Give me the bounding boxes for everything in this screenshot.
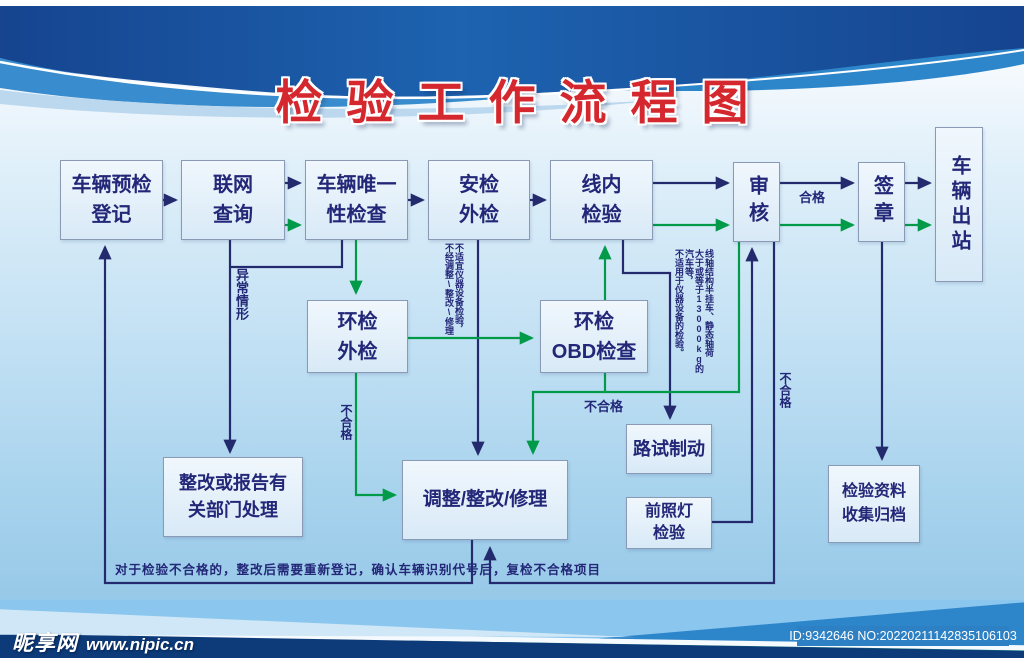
edge-inline-to-roadtest bbox=[621, 240, 677, 420]
page-title: 检验工作流程图 bbox=[275, 76, 773, 131]
edge-review-green-fail-to-adjust bbox=[526, 242, 741, 455]
bottom-note: 对于检验不合格的，整改后需要重新登记，确认车辆识别代号后，复检不合格项目 bbox=[115, 563, 602, 577]
annotation-axle: 线轴结构半挂车、静态轴荷 大于或等于13000kg的汽车等， 不适用于仪器设备的… bbox=[674, 249, 714, 379]
node-exit: 车辆出站 bbox=[935, 127, 983, 282]
node-rectify-report: 整改或报告有 关部门处理 bbox=[163, 457, 303, 537]
node-safety-ext-line2: 外检 bbox=[459, 204, 499, 226]
annotation-not-suitable: 不适宜仪器设备检验， 不经调整\整改\修理 bbox=[444, 243, 464, 338]
edge-review-fail-to-adjust bbox=[483, 242, 776, 585]
node-road-test: 路试制动 bbox=[626, 424, 712, 474]
node-headlamp: 前照灯 检验 bbox=[626, 497, 712, 549]
label-unqualified-envobd: 不合格 bbox=[584, 399, 624, 414]
node-env-obd-line1: 环检 bbox=[574, 310, 614, 333]
node-headlamp-line1: 前照灯 bbox=[644, 503, 693, 521]
node-rectify-report-line1: 整改或报告有 bbox=[179, 473, 287, 493]
label-abnormal: 异常情形 bbox=[234, 268, 249, 320]
node-review: 审核 bbox=[733, 162, 780, 242]
node-inline-test-line2: 检验 bbox=[581, 204, 622, 226]
node-env-obd-line2: OBD检查 bbox=[551, 340, 637, 363]
label-unqualified-envext: 不合格 bbox=[339, 404, 353, 440]
node-env-obd: 环检 OBD检查 bbox=[540, 300, 648, 373]
node-uniqueness-line1: 车辆唯一 bbox=[316, 174, 397, 196]
watermark: 昵享网 www.nipic.cn bbox=[12, 627, 194, 657]
annotation-not-suitable-col2: 不经调整\整改\修理 bbox=[444, 243, 454, 335]
node-inline-test-line1: 线内 bbox=[581, 174, 622, 196]
node-pre-check: 车辆预检 登记 bbox=[60, 160, 163, 240]
node-inline-test: 线内 检验 bbox=[550, 160, 653, 240]
node-uniqueness-line2: 性检查 bbox=[326, 204, 387, 226]
node-env-ext: 环检 外检 bbox=[307, 300, 408, 373]
node-pre-check-line1: 车辆预检 bbox=[71, 174, 152, 196]
edge-adjust-loop-to-precheck bbox=[98, 245, 474, 585]
edge-envext-fail-to-adjust bbox=[354, 373, 397, 502]
watermark-url: www.nipic.cn bbox=[86, 635, 194, 654]
edge-headlamp-to-review bbox=[712, 247, 759, 524]
annotation-axle-col3: 不适用于仪器设备的检验。 bbox=[674, 249, 684, 357]
edge-abnormal-join bbox=[228, 240, 344, 269]
node-network-query: 联网 查询 bbox=[181, 160, 285, 240]
node-rectify-report-line2: 关部门处理 bbox=[188, 500, 278, 520]
node-archive-line1: 检验资料 bbox=[841, 483, 906, 500]
label-unqualified-review: 不合格 bbox=[778, 372, 792, 408]
watermark-site-name: 昵享网 bbox=[12, 632, 78, 655]
node-network-query-line1: 联网 bbox=[213, 174, 253, 196]
node-seal: 签章 bbox=[858, 162, 905, 242]
node-env-ext-line1: 环检 bbox=[337, 310, 378, 333]
annotation-axle-col2: 大于或等于13000kg的汽车等， bbox=[684, 249, 704, 373]
annotation-not-suitable-col1: 不适宜仪器设备检验， bbox=[454, 243, 464, 333]
node-adjust: 调整/整改/修理 bbox=[402, 460, 568, 540]
node-archive-line2: 收集归档 bbox=[841, 507, 906, 524]
label-qualified: 合格 bbox=[799, 190, 826, 205]
node-safety-ext-line1: 安检 bbox=[459, 174, 499, 196]
node-safety-ext: 安检 外检 bbox=[428, 160, 530, 240]
node-archive: 检验资料 收集归档 bbox=[828, 465, 920, 543]
node-pre-check-line2: 登记 bbox=[91, 204, 132, 226]
image-id-badge: ID:9342646 NO:20220211142835106103 bbox=[789, 626, 1017, 646]
node-uniqueness: 车辆唯一 性检查 bbox=[305, 160, 408, 240]
node-network-query-line2: 查询 bbox=[213, 204, 253, 226]
node-headlamp-line2: 检验 bbox=[652, 525, 685, 542]
annotation-axle-col1: 线轴结构半挂车、静态轴荷 bbox=[704, 249, 714, 357]
node-env-ext-line2: 外检 bbox=[337, 340, 378, 363]
header-wave-graphic bbox=[0, 6, 1024, 118]
